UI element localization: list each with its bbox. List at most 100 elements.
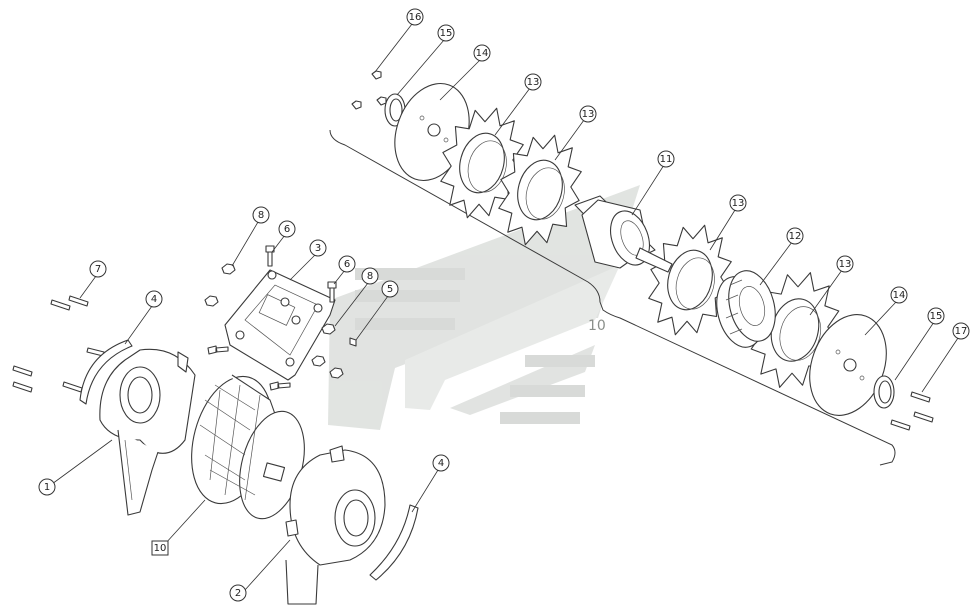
callout-label: 14 (476, 48, 489, 59)
callout-label: 8 (258, 210, 264, 221)
callout-c7: 7 (89, 260, 107, 278)
callout-label: 17 (955, 326, 968, 337)
watermark-bar (355, 318, 455, 330)
callout-label: 15 (930, 311, 943, 322)
callout-c15b: 15 (927, 307, 945, 325)
callout-label: 6 (284, 224, 290, 235)
housing-left-part (99, 348, 196, 516)
callout-marker (432, 454, 450, 472)
callout-label: 8 (367, 271, 373, 282)
callout-c13a: 13 (524, 73, 542, 91)
callout-marker (38, 478, 56, 496)
nut-part (204, 263, 344, 379)
callout-marker (309, 239, 327, 257)
callout-marker (151, 540, 169, 556)
callout-label: 13 (839, 259, 852, 270)
callout-marker (361, 267, 379, 285)
assembly-boundary (329, 129, 896, 466)
leader-lines (51, 23, 959, 591)
callout-marker (524, 73, 542, 91)
callout-label: 11 (660, 154, 673, 165)
callout-marker (229, 584, 247, 602)
callout-label: 16 (409, 12, 422, 23)
housing-right-part (285, 445, 386, 605)
rotor-drum-part (191, 374, 305, 520)
callout-c16: 16 (406, 8, 424, 26)
callout-label: 13 (582, 109, 595, 120)
callout-label: 12 (789, 231, 802, 242)
callout-marker (473, 44, 491, 62)
callout-label: 4 (438, 458, 444, 469)
callout-c5: 5 (381, 280, 399, 298)
curved-plate-part (79, 339, 133, 405)
callout-c1: 1 (38, 478, 56, 496)
callout-label: 6 (344, 259, 350, 270)
callout-marker (952, 322, 970, 340)
callout-label: 3 (315, 243, 321, 254)
watermark-bar (525, 355, 595, 367)
star-wheel-part (648, 224, 732, 336)
callout-marker (579, 105, 597, 123)
bolt-part (207, 245, 357, 391)
callout-label: 1 (44, 482, 50, 493)
callout-c10: 10 (151, 540, 169, 556)
callout-label: 5 (387, 284, 393, 295)
callout-group: 16 15 14 13 13 11 13 12 13 14 15 17 8 6 3 6 8 5 7 4 1 10 4 2 (38, 8, 970, 602)
callout-marker (406, 8, 424, 26)
bolt-part (12, 295, 105, 393)
callout-label: 7 (95, 264, 101, 275)
washer-part (873, 375, 895, 409)
watermark-bar (355, 290, 460, 302)
callout-c4a: 4 (145, 290, 163, 308)
callout-c15a: 15 (437, 24, 455, 42)
star-wheel-bore-inner (779, 306, 822, 361)
callout-c13d: 13 (836, 255, 854, 273)
watermark-bar (355, 268, 465, 280)
callout-c2: 2 (229, 584, 247, 602)
star-wheel-bore-inner (467, 140, 507, 193)
star-wheel-bore (517, 159, 563, 221)
star-wheel-bore (667, 249, 713, 311)
bolt-part (890, 391, 934, 431)
callout-c4b: 4 (432, 454, 450, 472)
callout-c11: 11 (657, 150, 675, 168)
callout-marker (786, 227, 804, 245)
callout-c13b: 13 (579, 105, 597, 123)
callout-c17: 17 (952, 322, 970, 340)
callout-marker (927, 307, 945, 325)
callout-marker (657, 150, 675, 168)
rotor-shaft-part (574, 195, 673, 273)
star-wheel-bore (459, 132, 505, 194)
callout-label: 14 (893, 290, 906, 301)
callout-marker (338, 255, 356, 273)
callout-c13c: 13 (729, 194, 747, 212)
curved-plate-part (369, 504, 419, 581)
callout-marker (437, 24, 455, 42)
callout-c8a: 8 (252, 206, 270, 224)
watermark-bar (500, 412, 580, 424)
bearing-housing-part (716, 270, 776, 348)
callout-label: 15 (440, 28, 453, 39)
callout-marker (145, 290, 163, 308)
callout-c12: 12 (786, 227, 804, 245)
callout-marker (381, 280, 399, 298)
callout-label: 13 (732, 198, 745, 209)
callout-label: 13 (527, 77, 540, 88)
callout-marker (890, 286, 908, 304)
callout-label: 10 (154, 543, 167, 554)
watermark-bar (510, 385, 585, 397)
callout-marker (729, 194, 747, 212)
bracket-plate-part (224, 269, 336, 381)
callout-c14b: 14 (890, 286, 908, 304)
screw-part (351, 70, 387, 110)
star-wheel-bore-inner (525, 167, 565, 220)
star-wheel-part (498, 134, 582, 246)
callout-c3: 3 (309, 239, 327, 257)
callout-c6b: 6 (338, 255, 356, 273)
callout-c14a: 14 (473, 44, 491, 62)
callout-marker (252, 206, 270, 224)
assembly-label: 10 (588, 318, 606, 334)
callout-marker (278, 220, 296, 238)
